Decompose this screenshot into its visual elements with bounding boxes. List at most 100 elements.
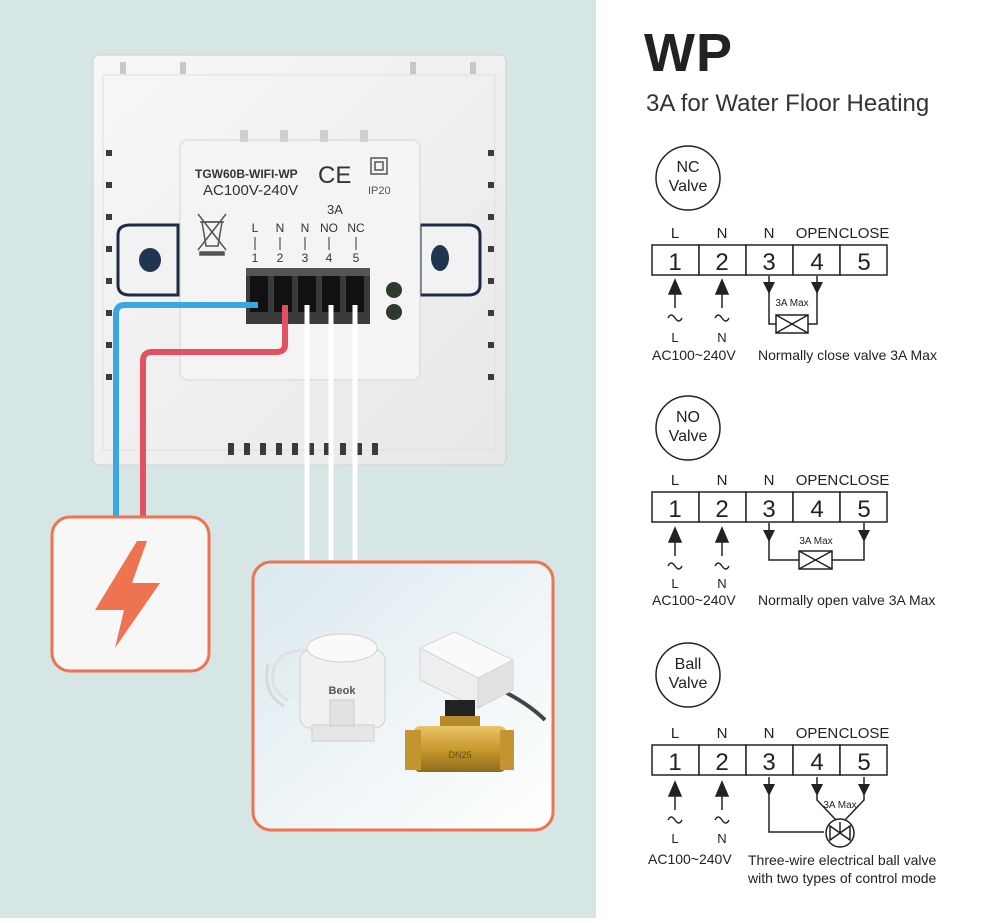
diagram-caption: Normally close valve 3A Max	[758, 347, 937, 363]
terminal-row	[651, 244, 888, 276]
neutral-wire	[140, 305, 288, 520]
badge-line2: Valve	[669, 178, 708, 195]
terminal-module: TGW60B-WIFI-WP AC100V-240V CE IP20 3A	[179, 130, 421, 381]
terminal-number: 5	[857, 496, 870, 523]
schematics-svg: NC Valve L N N OPEN CLOSE 1 2 3	[648, 145, 937, 886]
valve-badge	[655, 642, 721, 708]
voltage-text: AC100V-240V	[203, 182, 298, 199]
current-text: 3A	[327, 202, 343, 217]
terminal-label: L	[252, 221, 259, 235]
ip-rating-text: IP20	[368, 185, 391, 197]
terminal-label: N	[717, 225, 728, 242]
supply-voltage: AC100~240V	[652, 592, 736, 608]
power-supply-box	[50, 515, 211, 673]
right-vents	[488, 150, 494, 380]
terminal-label: NC	[347, 221, 365, 235]
model-text: TGW60B-WIFI-WP	[195, 167, 298, 181]
valve-symbol-icon	[775, 314, 809, 334]
ball-valve-symbol-icon	[825, 818, 855, 848]
diagram-caption: Three-wire electrical ball valve	[748, 852, 937, 868]
weee-bin-icon	[197, 213, 227, 256]
left-vents	[106, 150, 112, 380]
terminal-label: N	[764, 225, 775, 242]
badge-line1: NC	[676, 159, 699, 176]
diagram-caption: Normally open valve 3A Max	[758, 592, 935, 608]
terminal-label: CLOSE	[839, 725, 890, 742]
badge-line1: Ball	[675, 656, 702, 673]
terminal-number: 2	[715, 496, 728, 523]
badge-line1: NO	[676, 409, 700, 426]
terminal-label: N	[717, 725, 728, 742]
terminal-label: L	[671, 472, 679, 489]
terminal-label: N	[764, 725, 775, 742]
terminal-number: 3	[762, 749, 775, 776]
max-label: 3A Max	[775, 298, 808, 309]
terminal-label: CLOSE	[839, 472, 890, 489]
terminal-number: 5	[353, 251, 360, 265]
terminal-number: 4	[810, 496, 823, 523]
terminal-label: L	[671, 225, 679, 242]
ce-mark-text: CE	[318, 162, 351, 189]
terminal-number: 3	[762, 496, 775, 523]
valve-badge	[655, 145, 721, 211]
terminal-number: 5	[857, 749, 870, 776]
terminal-number: 2	[715, 249, 728, 276]
thermostat-back-svg: TGW60B-WIFI-WP AC100V-240V CE IP20 3A	[50, 54, 555, 832]
terminal-number: 4	[810, 249, 823, 276]
thermal-actuator-image: Beok	[265, 633, 386, 742]
terminal-number: 4	[326, 251, 333, 265]
badge-line2: Valve	[669, 428, 708, 445]
nc-valve-diagram: NC Valve L N N OPEN CLOSE 1 2 3	[651, 145, 937, 363]
max-label: 3A Max	[823, 800, 856, 811]
terminal-number: 1	[668, 496, 681, 523]
ac-label: L	[671, 831, 678, 846]
terminal-label: N	[301, 221, 310, 235]
valve-badge	[655, 395, 721, 461]
subtitle: 3A for Water Floor Heating	[646, 90, 930, 117]
terminal-number: 1	[668, 749, 681, 776]
badge-line2: Valve	[669, 675, 708, 692]
terminal-number: 1	[668, 249, 681, 276]
valve-wires	[304, 305, 358, 560]
valve-symbol-icon	[798, 550, 833, 570]
live-wire	[113, 302, 258, 520]
terminal-number: 2	[715, 749, 728, 776]
bottom-vents	[228, 443, 378, 455]
valve-marking-text: DN25	[448, 750, 471, 760]
brand-title: WP	[644, 23, 733, 83]
terminal-arrows	[254, 237, 357, 250]
terminal-label: L	[671, 725, 679, 742]
terminal-number: 5	[857, 249, 870, 276]
terminal-label: N	[717, 472, 728, 489]
no-valve-diagram: NO Valve L N N OPEN CLOSE 1 2 3	[651, 395, 935, 608]
terminal-label: OPEN	[796, 225, 839, 242]
ac-label: N	[717, 576, 726, 591]
terminal-label: NO	[320, 221, 338, 235]
ac-label: L	[671, 576, 678, 591]
terminal-number: 4	[810, 749, 823, 776]
double-insulation-icon	[370, 157, 388, 175]
terminal-number: 3	[302, 251, 309, 265]
ball-valve-diagram: Ball Valve L N N OPEN CLOSE 1 2 3	[648, 642, 937, 886]
diagram-caption-line2: with two types of control mode	[747, 870, 937, 886]
terminal-number: 2	[277, 251, 284, 265]
terminal-number: 1	[252, 251, 259, 265]
terminal-label: CLOSE	[839, 225, 890, 242]
terminal-label: N	[764, 472, 775, 489]
wiring-schematics-panel: WP 3A for Water Floor Heating NC Valve L…	[596, 0, 1000, 918]
ac-label: N	[717, 330, 726, 345]
terminal-label: N	[276, 221, 285, 235]
terminal-label: OPEN	[796, 725, 839, 742]
actuator-brand-text: Beok	[329, 685, 357, 697]
terminal-row	[651, 491, 888, 523]
ac-label: N	[717, 831, 726, 846]
max-label: 3A Max	[799, 536, 832, 547]
terminal-labels: L N N NO NC 1 2 3 4 5	[252, 221, 365, 265]
ac-label: L	[671, 330, 678, 345]
thermostat-wiring-illustration: TGW60B-WIFI-WP AC100V-240V CE IP20 3A	[0, 0, 596, 918]
supply-voltage: AC100~240V	[648, 851, 732, 867]
terminal-row	[651, 744, 888, 776]
motorized-valve-image: DN25	[405, 631, 547, 772]
terminal-number: 3	[762, 249, 775, 276]
